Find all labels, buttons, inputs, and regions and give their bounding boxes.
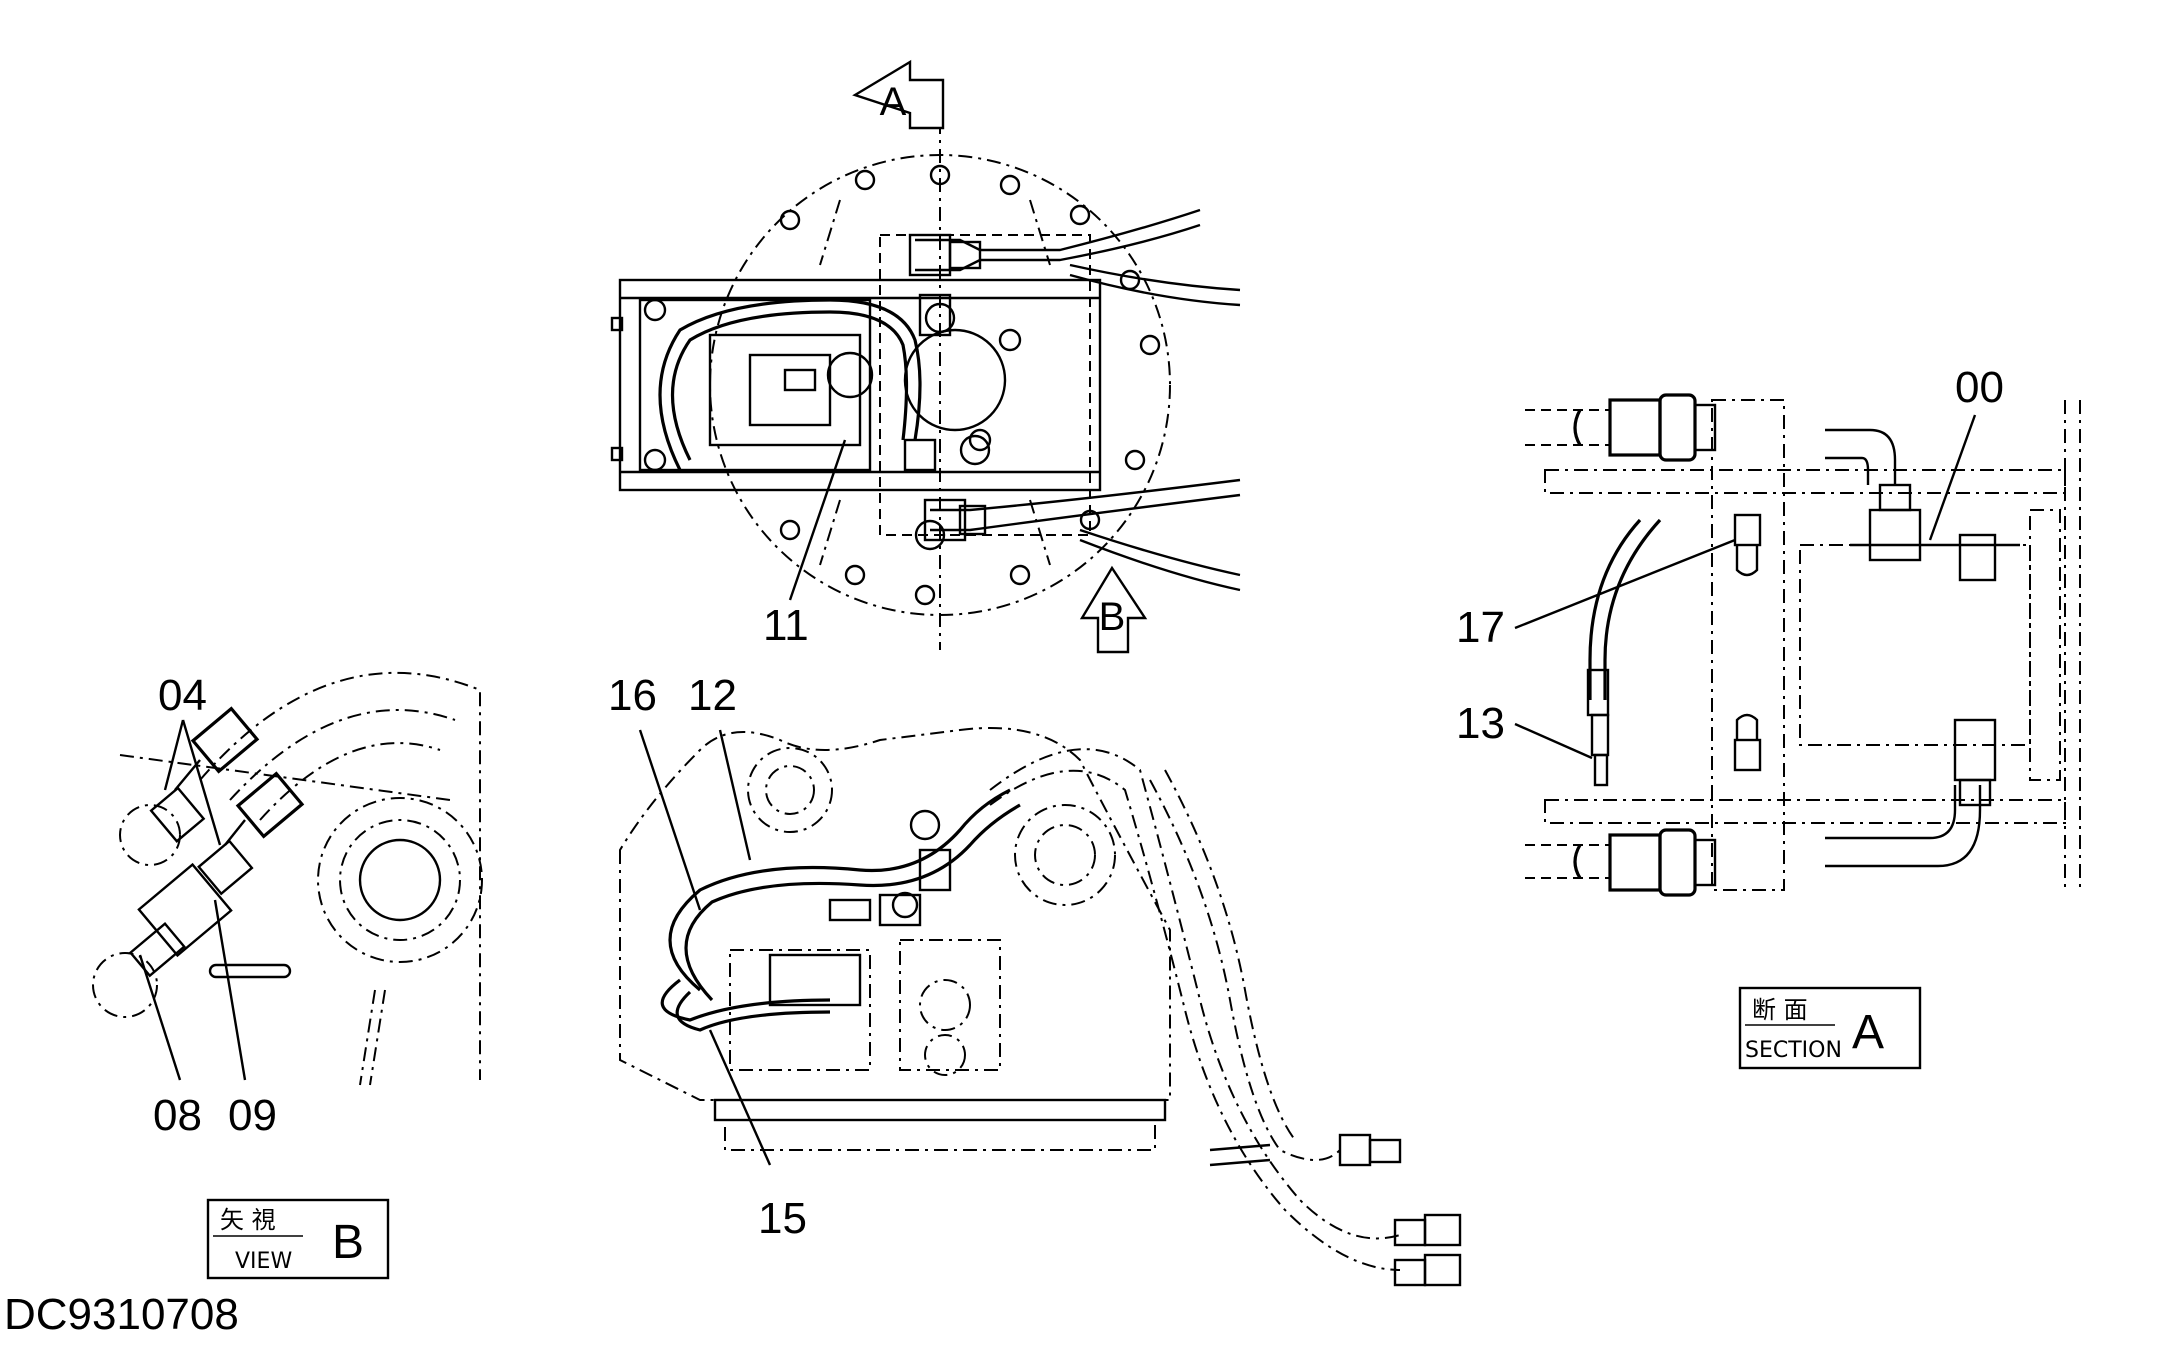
callout-12: 12 [688, 671, 737, 720]
callout-00: 00 [1955, 363, 2004, 412]
view-b-detail [92, 671, 483, 1086]
section-a-tag-en: SECTION [1745, 1038, 1842, 1063]
callout-15: 15 [758, 1194, 807, 1243]
document-id: DC9310708 [4, 1290, 239, 1339]
view-b-tag-letter: B [332, 1216, 364, 1269]
callout-09: 09 [228, 1091, 277, 1140]
section-a-tag-letter: A [1852, 1006, 1884, 1059]
callout-11: 11 [763, 601, 809, 650]
callout-labels: 00 04 08 09 11 12 13 15 16 17 [153, 363, 2004, 1243]
callout-13: 13 [1456, 699, 1505, 748]
section-a-tag: 断 面 SECTION A [1738, 986, 1922, 1070]
section-a-detail [1514, 393, 2081, 897]
callout-04: 04 [158, 671, 207, 720]
view-b-tag-jp: 矢 視 [220, 1206, 276, 1234]
callout-16: 16 [608, 671, 657, 720]
section-a-tag-jp: 断 面 [1752, 996, 1808, 1024]
view-b-tag-en: VIEW [235, 1249, 292, 1274]
view-arrow-b-label: B [1099, 595, 1126, 639]
view-b-tag: 矢 視 VIEW B [206, 1198, 390, 1280]
top-view-assembly [610, 120, 1241, 650]
callout-17: 17 [1456, 603, 1505, 652]
view-arrow-a: A [852, 59, 945, 130]
side-view-assembly [619, 727, 1462, 1287]
view-arrow-b: B [1079, 565, 1148, 654]
view-arrow-a-label: A [880, 80, 907, 124]
callout-08: 08 [153, 1091, 202, 1140]
